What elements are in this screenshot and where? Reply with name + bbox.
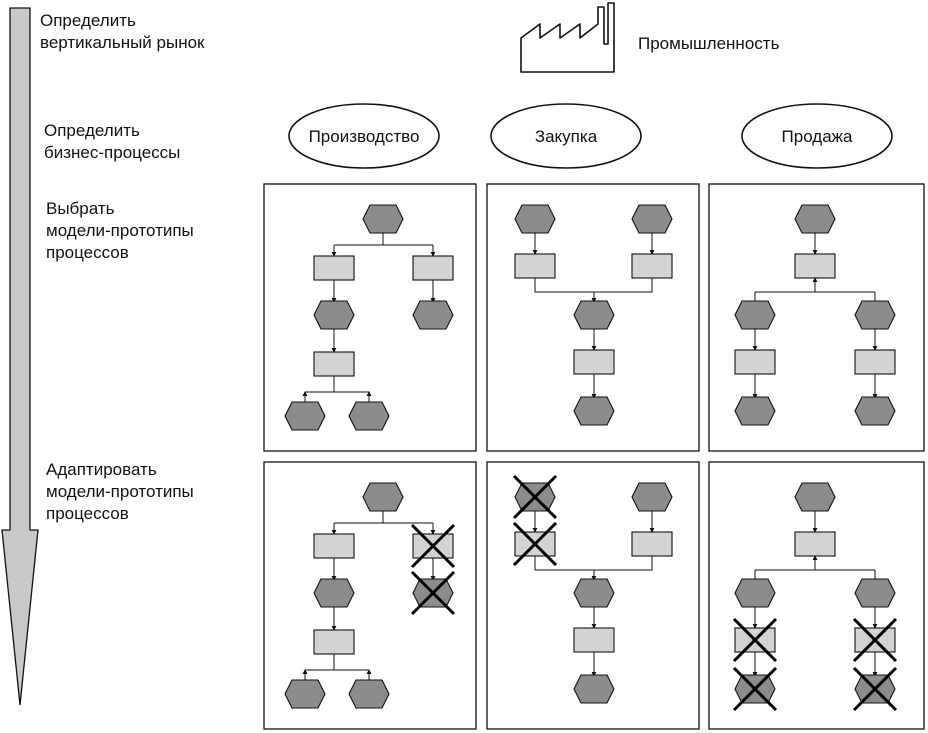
function-node [794, 253, 836, 279]
function-node [734, 349, 776, 375]
function-node [313, 351, 355, 377]
event-node [284, 401, 326, 431]
sales-panel [708, 461, 925, 730]
event-node [362, 204, 404, 234]
process-ellipse-1: Производство [288, 103, 440, 169]
event-node [573, 578, 615, 608]
event-node [313, 300, 355, 330]
event-node [514, 204, 556, 234]
removed-cross-icon [410, 523, 456, 569]
event-node [734, 396, 776, 426]
removed-cross-icon [512, 474, 558, 520]
step-define-business-processes: Определить бизнес-процессы [44, 121, 181, 162]
function-node [412, 255, 454, 281]
event-node [794, 204, 836, 234]
removed-cross-icon [852, 666, 898, 712]
event-node [854, 578, 896, 608]
removed-cross-icon [410, 570, 456, 616]
function-node [573, 627, 615, 653]
process-flow-arrow [1, 7, 39, 706]
function-node [313, 255, 355, 281]
removed-cross-icon [732, 666, 778, 712]
function-node [854, 349, 896, 375]
production-panel [263, 461, 477, 730]
event-node [794, 482, 836, 512]
process-ellipse-2: Закупка [490, 103, 642, 169]
step-select-prototype-models: Выбрать модели-прототипы процессов [46, 199, 194, 262]
event-node [348, 679, 390, 709]
function-node [794, 531, 836, 557]
event-node [412, 300, 454, 330]
factory-icon [520, 2, 615, 73]
event-node [854, 396, 896, 426]
event-node [734, 300, 776, 330]
process-ellipse-3: Продажа [741, 103, 893, 169]
process-label: Продажа [782, 127, 854, 146]
process-label: Производство [309, 127, 420, 146]
function-node [412, 533, 454, 559]
removed-cross-icon [852, 617, 898, 663]
process-label: Закупка [535, 127, 598, 146]
step-define-vertical-market: Определить вертикальный рынок [40, 11, 205, 52]
event-node [313, 578, 355, 608]
purchasing-panel [486, 461, 700, 730]
function-node [631, 253, 673, 279]
event-node [734, 578, 776, 608]
event-node [348, 401, 390, 431]
event-node [631, 482, 673, 512]
event-node [573, 674, 615, 704]
event-node [854, 300, 896, 330]
purchasing-panel [486, 183, 700, 452]
function-node [631, 531, 673, 557]
event-node [284, 679, 326, 709]
event-node [362, 482, 404, 512]
function-node [313, 629, 355, 655]
function-node [313, 533, 355, 559]
event-node [573, 300, 615, 330]
sales-panel [708, 183, 925, 452]
event-node [573, 396, 615, 426]
removed-cross-icon [512, 521, 558, 567]
removed-cross-icon [732, 617, 778, 663]
step-adapt-prototype-models: Адаптировать модели-прототипы процессов [46, 460, 194, 523]
function-node [514, 253, 556, 279]
industry-label: Промышленность [638, 34, 780, 53]
function-node [573, 349, 615, 375]
event-node [631, 204, 673, 234]
production-panel [263, 183, 477, 452]
